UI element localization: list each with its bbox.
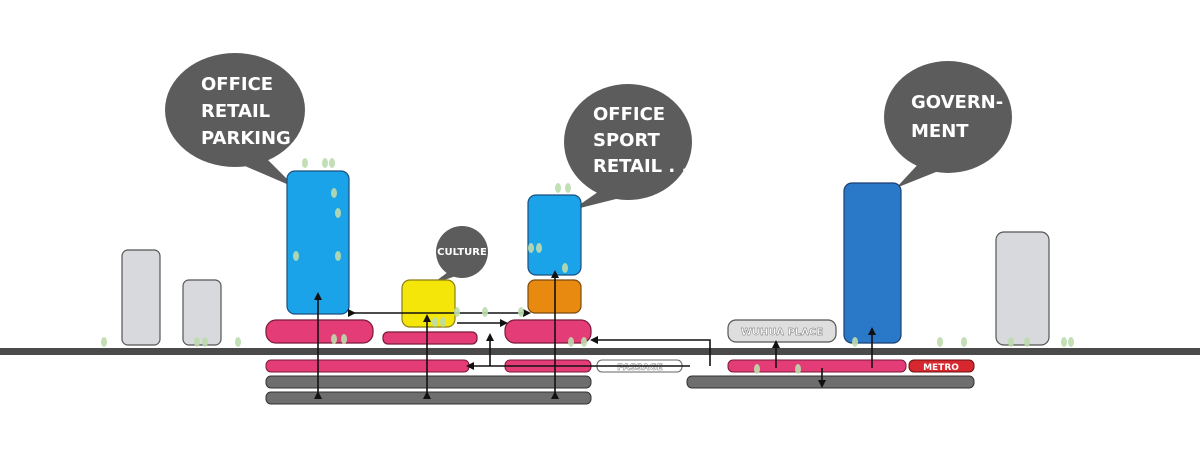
bubble-middle-line-1: OFFICE bbox=[593, 104, 665, 125]
neighbor-building-1 bbox=[121, 249, 161, 346]
bubble-culture: CULTURE bbox=[432, 226, 488, 284]
tree-dots bbox=[101, 158, 1074, 374]
podium-middle bbox=[504, 319, 592, 344]
bubble-office-retail-parking: OFFICE RETAIL PARKING bbox=[165, 53, 305, 188]
ground-line bbox=[0, 348, 1200, 355]
bubble-right-line-2: MENT bbox=[911, 121, 969, 142]
government-tower bbox=[843, 182, 902, 344]
bubble-left-line-1: OFFICE bbox=[201, 74, 273, 95]
bubble-government: GOVERN- MENT bbox=[884, 61, 1012, 188]
podium-left bbox=[265, 319, 374, 344]
arrow-government-link bbox=[590, 336, 711, 366]
bubble-culture-label: CULTURE bbox=[437, 247, 487, 258]
underground-retail-right bbox=[727, 359, 907, 373]
bubble-right-line-1: GOVERN- bbox=[911, 92, 1003, 113]
bubble-left-line-3: PARKING bbox=[201, 128, 291, 149]
neighbor-building-2 bbox=[182, 279, 222, 346]
circulation-arrows bbox=[314, 270, 876, 399]
passage-label: PASSAGE bbox=[617, 363, 663, 373]
underground-retail-left bbox=[265, 359, 470, 373]
office-tower-middle bbox=[527, 194, 582, 276]
metro-label: METRO bbox=[923, 363, 959, 373]
bubble-office-sport-retail: OFFICE SPORT RETAIL . . . bbox=[564, 84, 701, 210]
basement-level-2 bbox=[265, 375, 592, 389]
neighbor-building-3 bbox=[995, 231, 1050, 346]
bubble-middle-line-3: RETAIL . . . bbox=[593, 156, 701, 177]
metro-tunnel bbox=[686, 375, 975, 389]
office-tower-left bbox=[286, 170, 350, 315]
culture-block bbox=[401, 279, 456, 328]
metro-box bbox=[908, 359, 975, 373]
bubble-left-line-2: RETAIL bbox=[201, 101, 270, 122]
basement-level-3 bbox=[265, 391, 592, 405]
wuhua-place-box bbox=[727, 319, 837, 343]
podium-culture bbox=[382, 331, 478, 345]
wuhua-place-label: WUHUA PLACE bbox=[741, 327, 823, 338]
bubble-middle-line-2: SPORT bbox=[593, 130, 661, 151]
